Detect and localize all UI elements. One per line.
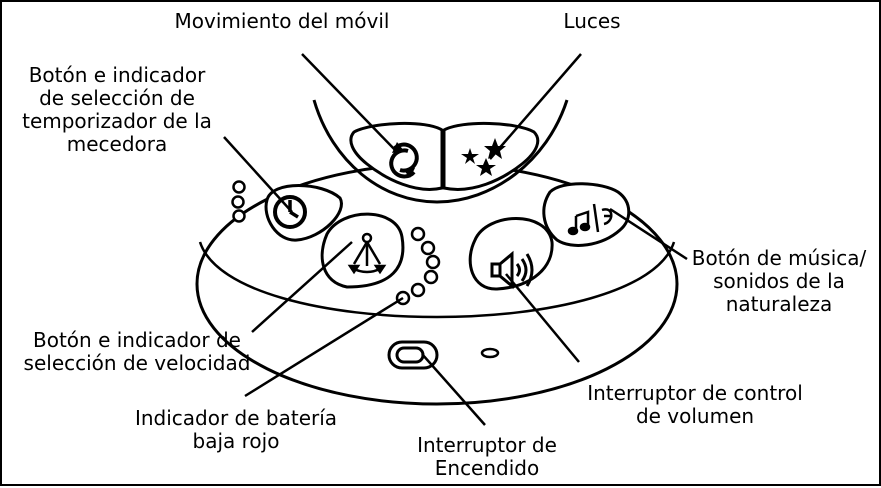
leader-lines [223,53,688,426]
speed-button[interactable] [320,212,405,289]
timer-indicator-dots [231,180,246,223]
leader-music [609,207,688,261]
mobile-movement-button[interactable] [349,122,444,191]
label-volume-switch: Interruptor de control de volumen [587,381,803,428]
music-button[interactable] [542,182,631,247]
label-music-button: Botón de música/ sonidos de la naturalez… [691,246,867,316]
leader-lights [489,53,582,160]
leader-mobile [301,53,398,153]
label-battery-indicator: Indicador de batería baja rojo [134,406,338,453]
volume-button[interactable] [468,217,554,291]
leader-battery [244,296,404,398]
timer-button[interactable] [264,184,343,242]
stars-icon [461,138,506,176]
music-note-icon [567,203,613,236]
label-lights: Luces [563,9,621,33]
swing-speed-icon [347,232,387,275]
leader-power [421,353,486,426]
leader-volume [505,273,580,363]
label-speed-button: Botón e indicador de selección de veloci… [23,328,251,375]
leader-speed [251,241,353,333]
leader-timer [223,136,293,213]
speed-indicator-dots [410,226,441,298]
clock-icon [273,195,307,229]
label-mobile-movement: Movimiento del móvil [174,9,390,33]
top-panel-outline [312,99,569,204]
label-timer-button: Botón e indicador de selección de tempor… [22,63,212,156]
device-top-edge [198,241,676,319]
label-power-switch: Interruptor de Encendido [417,433,557,480]
speaker-icon [490,250,534,290]
power-indicator-slot [480,347,500,359]
